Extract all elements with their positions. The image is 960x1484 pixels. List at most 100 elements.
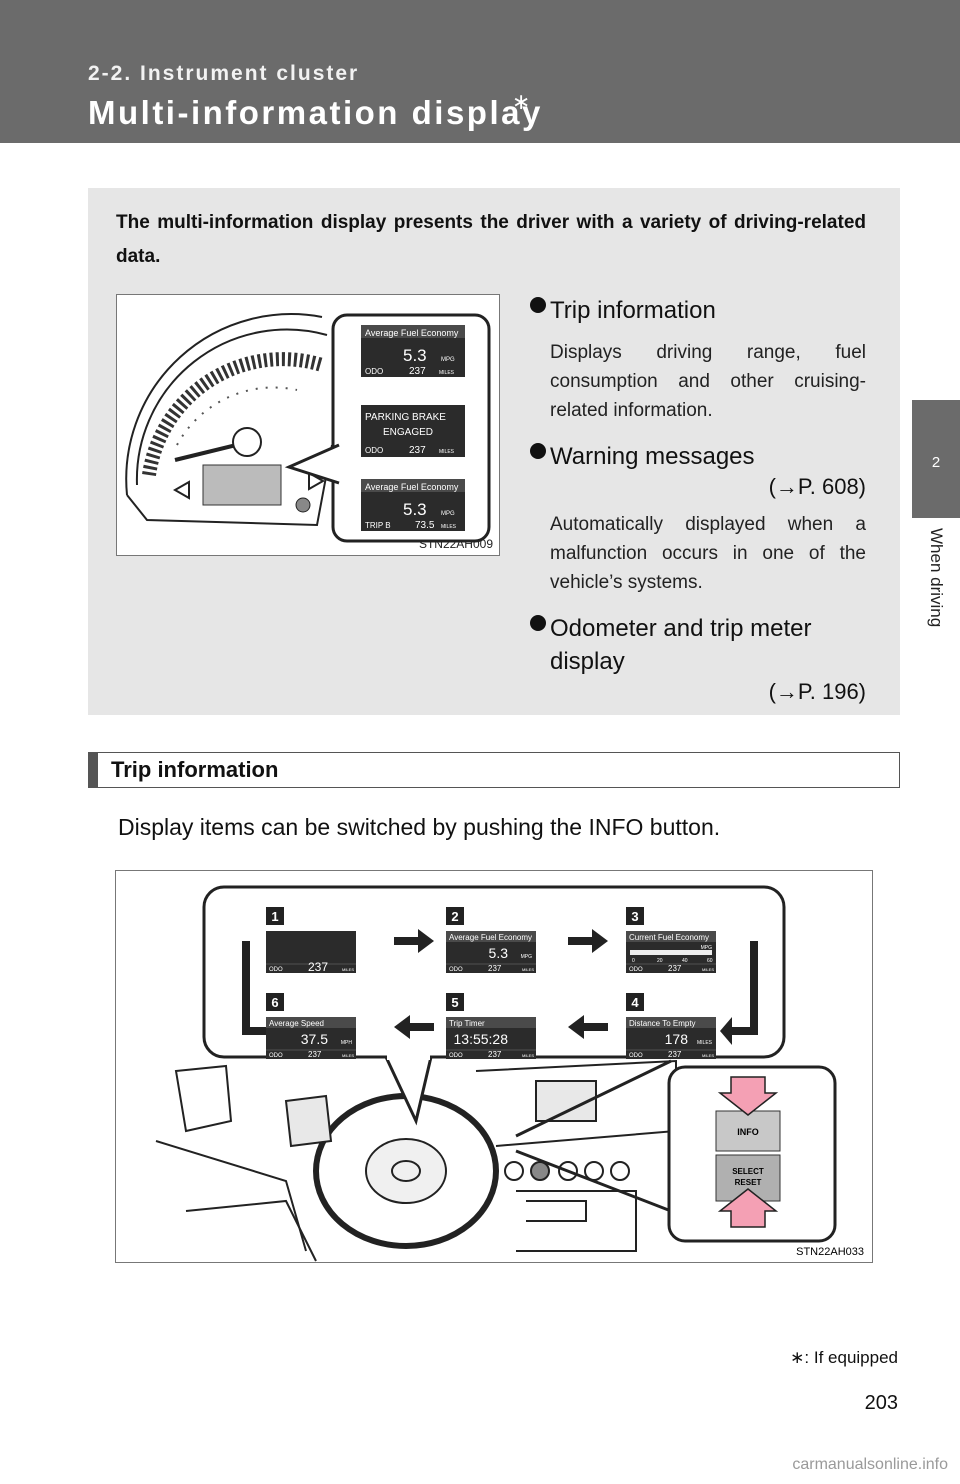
svg-text:5.3: 5.3 — [403, 346, 427, 365]
odo-value: 237 — [308, 960, 328, 974]
odo-value: 237 — [308, 1050, 322, 1059]
instrument-cluster-figure: Average Fuel Economy 5.3 MPG ODO 237 MIL… — [116, 294, 500, 556]
svg-text:ENGAGED: ENGAGED — [383, 427, 433, 438]
svg-text:MPG: MPG — [441, 511, 455, 517]
bullet-title: Trip information — [550, 297, 716, 324]
select-label: SELECT — [732, 1167, 764, 1176]
odo-value: 237 — [668, 964, 682, 973]
fuel-economy-bar — [630, 950, 712, 955]
odo-unit: MILES — [702, 1053, 714, 1058]
svg-text:MILES: MILES — [439, 449, 455, 455]
svg-text:MILES: MILES — [439, 370, 455, 376]
intro-text: The multi-information display presents t… — [116, 212, 866, 268]
arrow-loop-right-icon — [720, 941, 758, 1045]
panel-title: Trip Timer — [449, 1019, 485, 1028]
info-button-label: INFO — [737, 1127, 759, 1137]
scale-tick-label: 0 — [632, 958, 635, 964]
feature-list: Trip information Displays driving range,… — [530, 294, 866, 719]
body-text: Display items can be switched by pushing… — [118, 814, 721, 840]
odo-label: ODO — [629, 1053, 643, 1059]
svg-text:Average Fuel Economy: Average Fuel Economy — [365, 482, 459, 492]
reset-label: RESET — [735, 1178, 762, 1187]
panel-screen — [266, 931, 356, 973]
figure-code: STN22AH033 — [796, 1246, 864, 1258]
panel-number: 2 — [451, 909, 458, 924]
odo-label: ODO — [449, 967, 463, 973]
svg-text:Average Fuel Economy: Average Fuel Economy — [365, 328, 459, 338]
panel-value: 5.3 — [489, 945, 509, 961]
odo-value: 237 — [488, 964, 502, 973]
panel-value: 37.5 — [301, 1031, 328, 1047]
summary-box: The multi-information display presents t… — [88, 188, 900, 715]
panel-number-badge — [446, 993, 464, 1011]
arrow-left-icon — [568, 1015, 608, 1039]
arrow-right-icon — [568, 929, 608, 953]
odo-unit: MILES — [342, 1053, 354, 1058]
panel-number: 5 — [451, 995, 458, 1010]
panel-number: 6 — [271, 995, 278, 1010]
press-down-arrow-icon — [717, 1076, 779, 1116]
panel-title: Current Fuel Economy — [629, 933, 709, 942]
panel-number-badge — [626, 993, 644, 1011]
panel-number-badge — [626, 907, 644, 925]
panel-number-badge — [446, 907, 464, 925]
panel-number: 1 — [271, 909, 278, 924]
svg-text:MILES: MILES — [441, 524, 457, 530]
panel-number: 3 — [631, 909, 638, 924]
section-label: 2-2. Instrument cluster — [88, 62, 360, 85]
svg-text:73.5: 73.5 — [415, 520, 435, 531]
bullet-title: Odometer and trip meter display — [550, 614, 812, 676]
panel-title: Average Fuel Economy — [449, 933, 532, 942]
scale-tick-label: 40 — [682, 958, 688, 964]
page-number: 203 — [864, 1392, 898, 1414]
odo-unit: MILES — [342, 967, 354, 972]
panel-unit: MPG — [521, 954, 533, 960]
panel-title: Distance To Empty — [629, 1019, 696, 1028]
arrow-left-icon — [394, 1015, 434, 1039]
figure-code: STN22AH009 — [418, 537, 493, 551]
press-up-arrow-icon — [717, 1188, 779, 1228]
panel-number-badge — [266, 993, 284, 1011]
list-item: Trip information Displays driving range,… — [530, 294, 866, 426]
panel-value: 13:55:28 — [454, 1031, 509, 1047]
panel-value: 178 — [665, 1031, 689, 1047]
section-heading-text: Trip information — [111, 757, 279, 782]
panel-unit: MPH — [341, 1040, 353, 1046]
odo-label: ODO — [269, 1053, 283, 1059]
odo-unit: MILES — [522, 967, 534, 972]
footnote: ∗: If equipped — [790, 1348, 898, 1367]
panel-number: 4 — [631, 995, 639, 1010]
chapter-tab[interactable]: 2 — [912, 400, 960, 518]
chapter-label: When driving — [927, 528, 946, 628]
odo-unit: MILES — [522, 1053, 534, 1058]
bullet-icon — [530, 614, 546, 631]
screen-average-fuel-economy: Average Fuel Economy 5.3 MPG ODO 237 MIL… — [361, 325, 465, 377]
speedometer-illustration: Average Fuel Economy 5.3 MPG ODO 237 MIL… — [125, 313, 491, 543]
info-button[interactable]: INFO — [715, 1110, 781, 1152]
scale-tick-label: 60 — [707, 958, 713, 964]
page-title: Multi-information display — [88, 94, 543, 131]
svg-text:ODO: ODO — [365, 367, 383, 376]
if-equipped-mark: ∗ — [512, 90, 531, 115]
panel-unit: MILES — [697, 1040, 713, 1046]
page-reference-link[interactable]: (→P. 196) — [768, 679, 866, 704]
scale-tick-label: 20 — [657, 958, 663, 964]
svg-text:5.3: 5.3 — [403, 500, 427, 519]
list-item: Warning messages (→P. 608) Automatically… — [530, 440, 866, 598]
odo-label: ODO — [629, 967, 643, 973]
list-item: Odometer and trip meter display (→P. 196… — [530, 612, 866, 705]
screen-parking-brake: PARKING BRAKE ENGAGED ODO 237 MILES — [361, 405, 465, 457]
page-reference-link[interactable]: (→P. 608) — [768, 473, 866, 499]
odo-value: 237 — [668, 1050, 682, 1059]
panel-number-badge — [266, 907, 284, 925]
odo-value: 237 — [488, 1050, 502, 1059]
svg-text:MPG: MPG — [441, 357, 455, 363]
